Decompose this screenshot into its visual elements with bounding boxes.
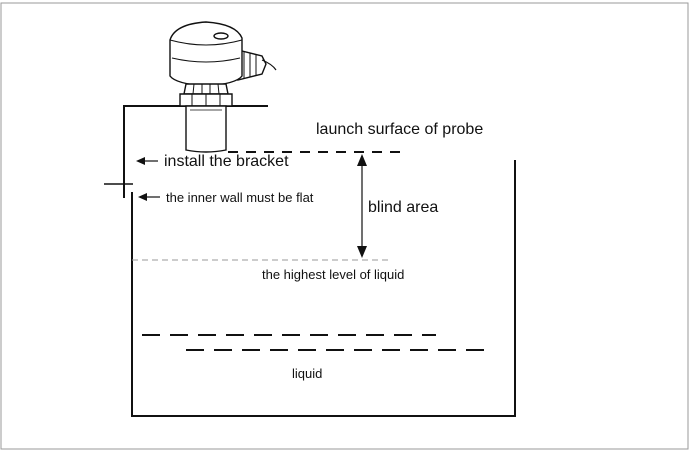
- ultrasonic-probe: [169, 21, 277, 153]
- tank-body: [131, 160, 516, 417]
- inner-wall-label: the inner wall must be flat: [166, 190, 314, 205]
- install-bracket-arrow: [136, 157, 158, 165]
- blind-area-arrow: [357, 154, 367, 258]
- inner-wall-arrow: [138, 193, 160, 201]
- launch-surface-label: launch surface of probe: [316, 121, 483, 138]
- install-bracket-label: install the bracket: [164, 153, 289, 170]
- highest-level-label: the highest level of liquid: [262, 267, 404, 282]
- liquid-label: liquid: [292, 366, 322, 381]
- blind-area-label: blind area: [368, 199, 438, 216]
